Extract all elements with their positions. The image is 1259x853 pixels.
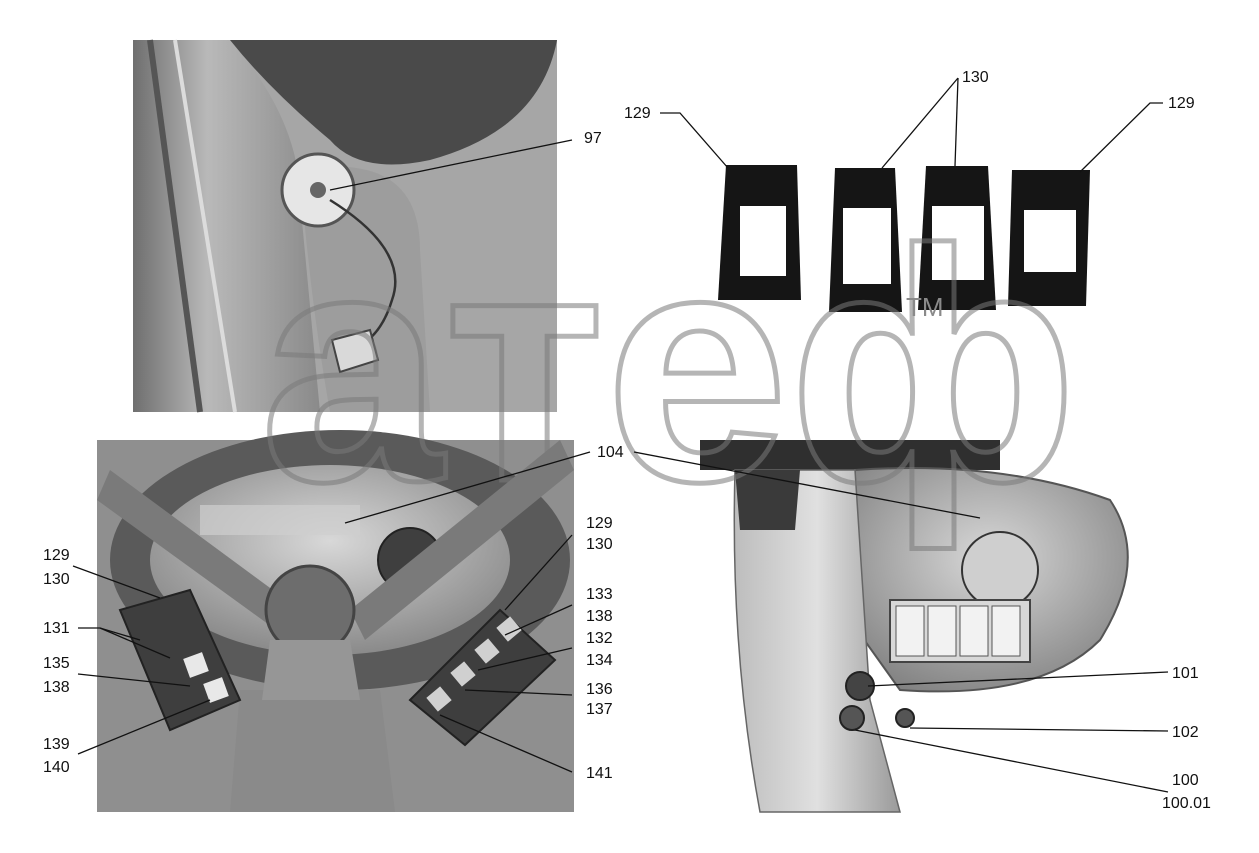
- callout-129-frame-right: 129: [1168, 95, 1195, 112]
- callout-139: 139: [43, 736, 70, 753]
- frame-130-right: [918, 166, 996, 310]
- left-switch-panel: [118, 588, 242, 732]
- callout-129-wheel-left: 129: [43, 547, 70, 564]
- callout-104: 104: [597, 444, 624, 461]
- callout-129-frame-left: 129: [624, 105, 651, 122]
- frame-129-left: [718, 165, 801, 300]
- leader-lines: [72, 77, 1169, 793]
- watermark-text: атеф: [260, 181, 1077, 552]
- callout-100: 100: [1172, 772, 1199, 789]
- photo-column-dash: [700, 440, 1160, 813]
- photo-steering-wheel: [97, 430, 574, 812]
- callout-135: 135: [43, 655, 70, 672]
- callout-labels: 97 129 130 129 104 129 130 129 130 131 1…: [43, 69, 1211, 812]
- callout-134: 134: [586, 652, 613, 669]
- callout-140: 140: [43, 759, 70, 776]
- switch-102: [895, 708, 915, 728]
- callout-130-wheel-right: 130: [586, 536, 613, 553]
- callout-102: 102: [1172, 724, 1199, 741]
- callout-100-01: 100.01: [1162, 795, 1211, 812]
- callout-132: 132: [586, 630, 613, 647]
- callout-130-wheel-left: 130: [43, 571, 70, 588]
- frame-129-right: [1008, 170, 1090, 306]
- watermark-tm: TM: [906, 292, 944, 322]
- frame-130-left: [829, 168, 902, 312]
- callout-138-left: 138: [43, 679, 70, 696]
- callout-130-frames: 130: [962, 69, 989, 86]
- switch-frames: [718, 165, 1090, 312]
- callout-136: 136: [586, 681, 613, 698]
- callout-138-right: 138: [586, 608, 613, 625]
- callout-131: 131: [43, 620, 70, 637]
- key-tag: [330, 328, 380, 374]
- callout-141: 141: [586, 765, 613, 782]
- watermark: атеф TM: [258, 179, 1080, 555]
- callout-137: 137: [586, 701, 613, 718]
- callout-97: 97: [584, 130, 602, 147]
- callout-129-wheel-right: 129: [586, 515, 613, 532]
- callout-133: 133: [586, 586, 613, 603]
- callout-101: 101: [1172, 665, 1199, 682]
- right-switch-panel: [408, 608, 557, 747]
- photo-pillar-switch: [133, 39, 557, 413]
- key-switch-100: [839, 705, 865, 731]
